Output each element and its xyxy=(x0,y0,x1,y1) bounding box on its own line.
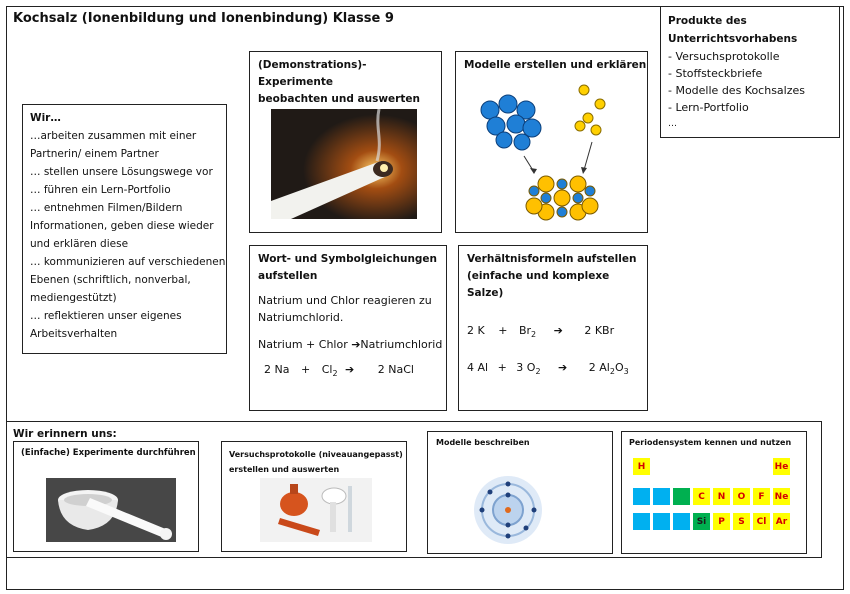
box-heading: Versuchsprotokolle (niveauangepasst) xyxy=(229,450,403,459)
box-heading: Periodensystem kennen und nutzen xyxy=(629,438,792,447)
experimente-heading: beobachten und auswerten xyxy=(258,93,420,105)
produkte-item: - Versuchsprotokolle xyxy=(668,50,780,63)
element-cell: S xyxy=(733,513,750,530)
produkte-item: - Modelle des Kochsalzes xyxy=(668,84,806,97)
wir-line: Arbeitsverhalten xyxy=(30,328,118,340)
verhaeltnisformeln-box: Verhältnisformeln aufstellen (einfache u… xyxy=(458,245,648,411)
element-cell: Si xyxy=(693,513,710,530)
wir-line: …arbeiten zusammen mit einer xyxy=(30,130,197,142)
mortar-pestle-image xyxy=(46,478,176,542)
reaction-sentence: Natrium und Chlor reagieren zu xyxy=(258,294,432,307)
produkte-item: - Stoffsteckbriefe xyxy=(668,67,763,80)
element-cell: N xyxy=(713,488,730,505)
element-cell xyxy=(653,513,670,530)
modelle-beschreiben-box: Modelle beschreiben xyxy=(427,431,613,554)
gleichungen-box: Wort- und Symbolgleichungen aufstellen N… xyxy=(249,245,447,411)
element-cell: F xyxy=(753,488,770,505)
verhaeltnis-heading: (einfache und komplexe Salze) xyxy=(467,270,610,299)
experimente-heading: (Demonstrations)-Experimente xyxy=(258,59,367,88)
box-heading: (Einfache) Experimente durchführen xyxy=(21,448,196,458)
element-cell xyxy=(673,513,690,530)
element-cell xyxy=(653,488,670,505)
wir-line: Partnerin/ einem Partner xyxy=(30,148,159,160)
verhaeltnis-heading: Verhältnisformeln aufstellen xyxy=(467,253,637,265)
symbol-equation: 2 Na + Cl2 ➔ 2 NaCl xyxy=(264,363,414,379)
versuchsprotokolle-box: Versuchsprotokolle (niveauangepasst) ers… xyxy=(221,441,407,552)
experimente-box: (Demonstrations)-Experimente beobachten … xyxy=(249,51,442,233)
page-title: Kochsalz (Ionenbildung und Ionenbindung)… xyxy=(13,11,394,26)
wir-heading: Wir… xyxy=(30,112,61,124)
wir-line: Informationen, geben diese wieder xyxy=(30,220,214,232)
wir-line: … kommunizieren auf verschiedenen xyxy=(30,256,226,268)
box-heading: Modelle beschreiben xyxy=(436,438,530,447)
ion-model-diagram xyxy=(480,84,606,221)
modelle-heading: Modelle erstellen und erklären xyxy=(464,59,647,71)
element-cell xyxy=(633,488,650,505)
element-cell: Ar xyxy=(773,513,790,530)
produkte-item: - Lern-Portfolio xyxy=(668,101,749,114)
produkte-box: Produkte des Unterrichtsvorhabens - Vers… xyxy=(660,6,840,138)
wir-box: Wir… …arbeiten zusammen mit einer Partne… xyxy=(22,104,227,354)
word-equation: Natrium + Chlor ➔Natriumchlorid xyxy=(258,338,443,351)
element-cell: P xyxy=(713,513,730,530)
wir-line: … stellen unsere Lösungswege vor xyxy=(30,166,213,178)
gleichungen-heading: Wort- und Symbolgleichungen xyxy=(258,253,438,265)
equation-kbr: 2 K + Br2 ➔ 2 KBr xyxy=(467,324,615,340)
element-cell: C xyxy=(693,488,710,505)
element-cell xyxy=(633,513,650,530)
box-heading: erstellen und auswerten xyxy=(229,465,340,474)
reaction-sentence: Natriumchlorid. xyxy=(258,311,344,324)
wir-line: und erklären diese xyxy=(30,238,129,250)
wir-line: … reflektieren unser eigenes xyxy=(30,310,182,322)
wir-line: … entnehmen Filmen/Bildern xyxy=(30,202,183,214)
wir-line: … führen ein Lern-Portfolio xyxy=(30,184,171,196)
erinnern-heading: Wir erinnern uns: xyxy=(13,428,117,440)
equation-al2o3: 4 Al + 3 O2 ➔ 2 Al2O3 xyxy=(467,361,629,377)
burning-test-tube-image xyxy=(271,109,417,219)
element-cell: Ne xyxy=(773,488,790,505)
page-frame xyxy=(6,6,844,590)
erinnern-section: Wir erinnern uns: xyxy=(6,421,822,558)
wir-line: mediengestützt) xyxy=(30,292,117,304)
element-cell: H xyxy=(633,458,650,475)
produkte-heading: Produkte des Unterrichtsvorhabens xyxy=(668,15,798,45)
produkte-item: … xyxy=(668,119,677,129)
experimente-durchfuehren-box: (Einfache) Experimente durchführen xyxy=(13,441,199,552)
lab-equipment-image xyxy=(260,478,372,542)
wir-line: Ebenen (schriftlich, nonverbal, xyxy=(30,274,191,286)
element-cell: He xyxy=(773,458,790,475)
element-cell: O xyxy=(733,488,750,505)
gleichungen-heading: aufstellen xyxy=(258,270,318,282)
element-cell xyxy=(673,488,690,505)
atom-model-image xyxy=(474,476,542,544)
element-cell: Cl xyxy=(753,513,770,530)
modelle-box: Modelle erstellen und erklären xyxy=(455,51,648,233)
